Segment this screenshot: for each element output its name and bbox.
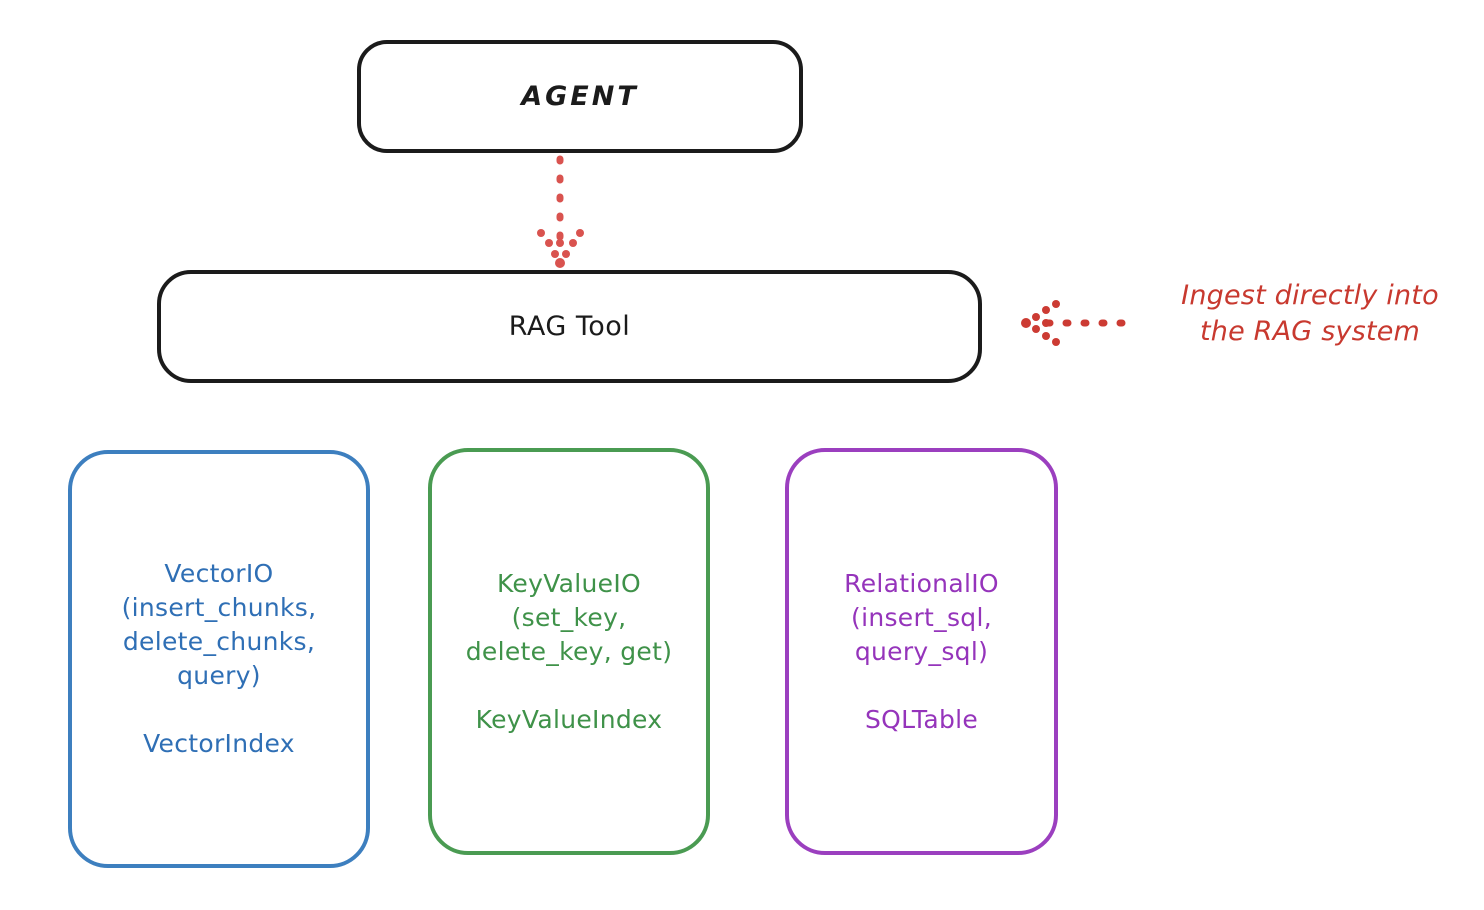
annotation-ingest-note: Ingest directly into the RAG system <box>1181 280 1439 347</box>
node-vector-io-api-label: VectorIO (insert_chunks, delete_chunks, … <box>121 559 317 690</box>
node-relational-io-index-label: SQLTable <box>864 704 979 734</box>
node-agent[interactable]: AGENT <box>357 40 803 153</box>
node-vector-io-index-label: VectorIndex <box>143 729 295 758</box>
node-relational-io[interactable]: RelationalIO (insert_sql, query_sql) SQL… <box>785 448 1058 855</box>
node-relational-io-api-label: RelationalIO (insert_sql, query_sql) <box>844 568 999 666</box>
node-key-value-io-api-label: KeyValueIO (set_key, delete_key, get) <box>465 568 673 666</box>
node-key-value-io-index-label: KeyValueIndex <box>475 704 663 734</box>
node-vector-io[interactable]: VectorIO (insert_chunks, delete_chunks, … <box>68 450 370 868</box>
node-rag-tool-label: RAG Tool <box>508 310 631 342</box>
connector-ingest-arrow <box>1021 300 1134 346</box>
connector-agent-to-rag-tool <box>537 155 584 268</box>
node-agent-label: AGENT <box>521 80 639 112</box>
arrowhead-down-icon <box>537 229 584 268</box>
node-key-value-io[interactable]: KeyValueIO (set_key, delete_key, get) Ke… <box>428 448 710 855</box>
arrowhead-left-icon <box>1021 300 1060 346</box>
node-rag-tool[interactable]: RAG Tool <box>157 270 982 383</box>
